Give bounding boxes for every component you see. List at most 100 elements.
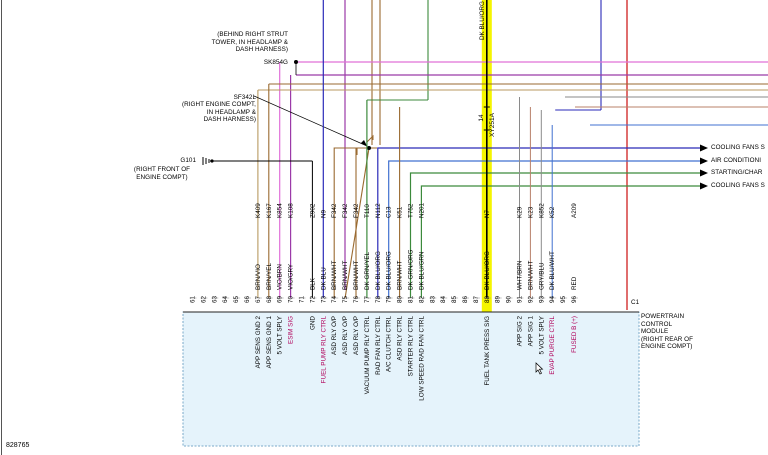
pin-function: APP SIG 2 (517, 316, 524, 347)
pin-function: VACUUM PUMP RLY CTRL (364, 316, 371, 395)
wire-f342 (366, 134, 374, 143)
arrow-icon (700, 169, 708, 177)
pin-function: EVAP PURGE CTRL (549, 316, 556, 375)
pin-function: ASD RLY CTRL (397, 316, 404, 361)
wire-relay-ctrl (377, 147, 700, 298)
wire-color-label: BRN/WHT (353, 260, 360, 290)
page-border (1, 0, 2, 455)
pin-number: 71 (299, 295, 306, 303)
wire-color-label: BRN/YEL (266, 263, 273, 290)
wire-color-label: WHT/BRN (517, 260, 524, 290)
connector-id: C1 (631, 299, 640, 306)
module-label: POWERTRAIN CONTROL MODULE (RIGHT REAR OF… (641, 313, 694, 351)
circuit-label: K51 (397, 206, 404, 218)
arrow-icon (700, 157, 708, 165)
circuit-label: K23 (527, 206, 534, 218)
pin-number: 81 (408, 295, 415, 303)
pin-function: STARTER RLY CTRL (408, 316, 415, 377)
circuit-label: K409 (255, 203, 262, 218)
wire-color-label: RED (571, 276, 578, 290)
pin-function: FUEL PUMP RLY CTRL (320, 316, 327, 384)
pin-number: 89 (495, 295, 502, 303)
circuit-label: K29 (517, 206, 524, 218)
destination-1: COOLING FANS S (711, 144, 765, 151)
circuit-label: K52 (549, 206, 556, 218)
pin-function: FUEL TANK PRESS SIG (484, 316, 491, 386)
pin-number: 66 (244, 295, 251, 303)
pin-function: APP SIG 1 (527, 316, 534, 347)
pin-number: 70 (288, 295, 295, 303)
pin-number: 76 (353, 295, 360, 303)
powertrain-control-module (182, 311, 640, 447)
cursor-icon (535, 362, 544, 375)
wire-color-label: BRN/WHT (342, 260, 349, 290)
top-wire-color: DK BLU/ORG (479, 1, 486, 40)
pin-number: 88 (484, 295, 491, 303)
destination-2: AIR CONDITIONI (711, 157, 762, 164)
pin-number: 64 (222, 295, 229, 303)
circuit-label: F342 (353, 203, 360, 218)
pin-function: ASD RLY O/P (342, 316, 349, 355)
pin-number: 95 (560, 295, 567, 303)
ground-dot (210, 159, 214, 163)
wire-f342 (333, 147, 357, 298)
arrow-icon (700, 144, 708, 152)
circuit-label: K167 (266, 203, 273, 218)
pin-number: 93 (538, 295, 545, 303)
pin-number: 90 (506, 295, 513, 303)
circuit-label: N9 (320, 209, 327, 218)
pin-number: 83 (429, 295, 436, 303)
circuit-label: K854 (277, 203, 284, 218)
pin-number: 91 (517, 295, 524, 303)
leader-arrow (361, 140, 367, 146)
pin-number: 65 (233, 295, 240, 303)
pin-number: 68 (266, 295, 273, 303)
ground-callout: (RIGHT FRONT OF ENGINE COMPT) (133, 166, 191, 181)
wire-color-label: GRY/BLU (538, 262, 545, 290)
circuit-label: N201 (418, 202, 425, 218)
pin-function: A/C CLUTCH CTRL (386, 316, 393, 372)
wire-color-label: DK GRN/ORG (408, 249, 415, 290)
pin-number: 72 (309, 295, 316, 303)
wire-color-label: VIO/GRY (288, 263, 295, 290)
wire-relay-ctrl (388, 160, 700, 298)
pin-number: 84 (440, 295, 447, 303)
pin-number: 85 (451, 295, 458, 303)
pin-number: 74 (331, 295, 338, 303)
pin-number: 77 (364, 295, 371, 303)
splice-sf342l-label: SF342L (233, 94, 256, 101)
circuit-label: C13 (386, 206, 393, 218)
wire-color-label: DK BLU/ORG (484, 251, 491, 290)
pin-function: ASD RLY O/P (331, 316, 338, 355)
pin-number: 69 (277, 295, 284, 303)
pin-function: ASD RLY O/P (353, 316, 360, 355)
wire-color-label: DK BLU/WHT (549, 251, 556, 290)
pin-number: 73 (320, 295, 327, 303)
pin-number: 62 (200, 295, 207, 303)
pin-function: 5 VOLT SPLY (538, 315, 545, 354)
circuit-label: T752 (408, 203, 415, 218)
pin-number: 86 (462, 295, 469, 303)
figure-number: 828765 (6, 442, 30, 449)
circuit-label: F342 (331, 203, 338, 218)
pin-number: 80 (397, 295, 404, 303)
circuit-label: F342 (342, 203, 349, 218)
pin-function: FUSED B (+) (571, 316, 578, 353)
circuit-label: N7 (484, 209, 491, 218)
wire-color-label: BRN/WHT (527, 260, 534, 290)
wire-color-label: BRN/VIO (255, 264, 262, 290)
pin-number: 63 (211, 295, 218, 303)
wire-f342 (344, 147, 370, 299)
circuit-label: A209 (571, 203, 578, 218)
splice-circuit: XY251A (489, 112, 496, 137)
pin-number: 79 (386, 295, 393, 303)
wire-relay-ctrl (420, 185, 700, 298)
pin-function: GND (309, 316, 316, 330)
pin-number: 67 (255, 295, 262, 303)
circuit-label: K108 (288, 203, 295, 218)
splice-number: 14 (478, 114, 485, 122)
pin-number: 82 (418, 295, 425, 303)
pin-number: 92 (527, 295, 534, 303)
pin-number: 87 (473, 295, 480, 303)
